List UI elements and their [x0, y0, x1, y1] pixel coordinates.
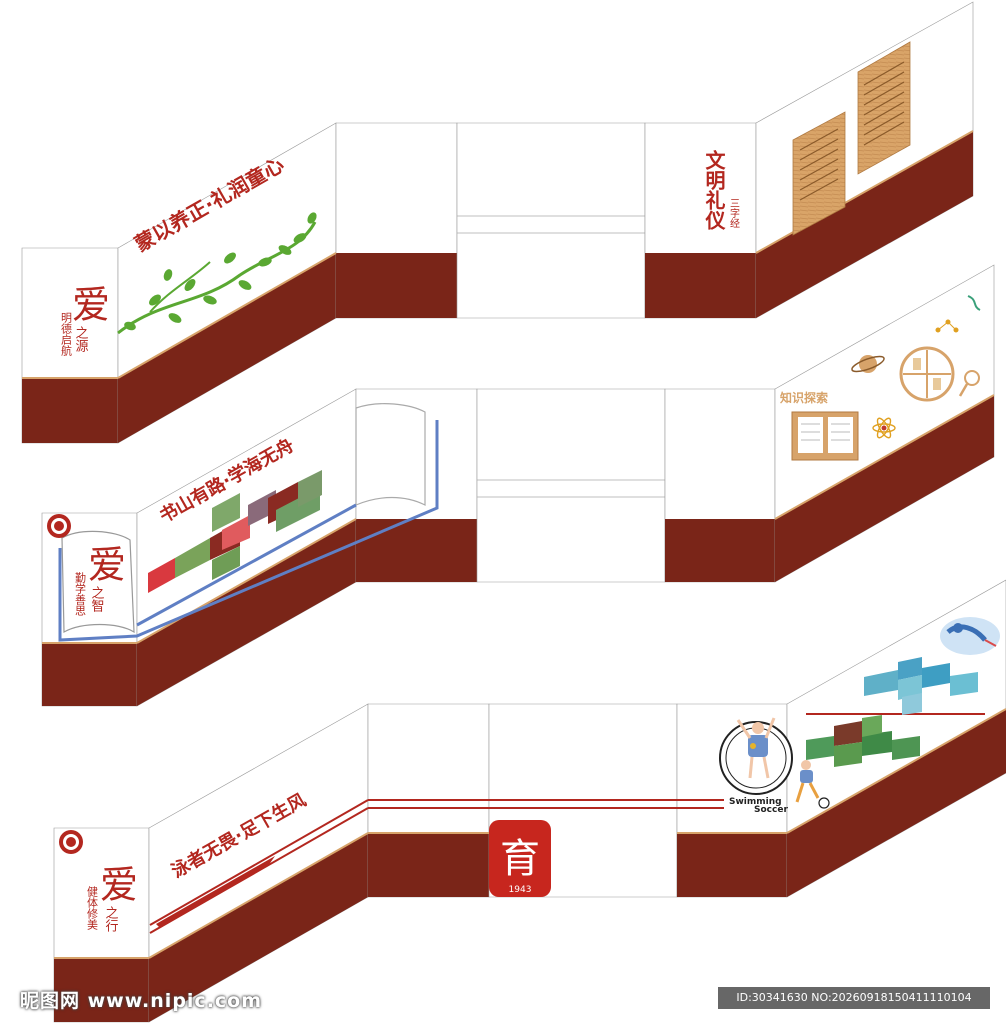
swimmer-icon	[940, 617, 1000, 655]
section3-love-side: 健体修美	[86, 886, 99, 930]
sports-badge-icon	[719, 717, 793, 795]
section2-love-char: 爱	[88, 543, 126, 587]
section1-love-sub: 之源	[73, 326, 89, 352]
soccer-player-icon	[795, 760, 830, 809]
section2-love-sub: 之智	[89, 586, 105, 612]
image-id-watermark: ID:30341630 NO:20260918150411110104	[718, 987, 990, 1009]
section1-title-vertical: 文明礼仪	[702, 149, 726, 230]
section1-love-char: 爱	[72, 283, 110, 327]
section1-title-side: 三字经	[728, 198, 740, 228]
center-logo-year: 1943	[509, 885, 532, 895]
open-book-icon	[58, 403, 439, 642]
center-logo-icon: 育 1943	[489, 820, 551, 897]
school-emblem-icon	[59, 830, 83, 854]
swimming-photo-collage	[864, 657, 978, 715]
section2-love-side: 勤学善思	[74, 572, 87, 616]
section3-love-char: 爱	[100, 863, 138, 907]
photo-collage	[148, 470, 322, 593]
center-logo-char: 育	[500, 836, 540, 882]
atom-icon	[872, 417, 896, 439]
section3-love-sub: 之行	[103, 906, 119, 933]
dna-icon	[967, 295, 981, 311]
magnifier-icon	[958, 370, 980, 397]
book-board-icon	[791, 411, 859, 461]
sport-label-soccer: Soccer	[754, 805, 788, 815]
sport-label-swimming: Swimming	[729, 797, 782, 807]
section2-badge: 知识探索	[779, 390, 828, 405]
section1-love-side: 明德启航	[60, 312, 73, 357]
shelf-circle-icon	[899, 346, 955, 402]
constellation-icon	[935, 319, 959, 333]
section-3-wall	[53, 579, 1006, 1023]
site-watermark: 昵图网 www.nipic.com	[20, 990, 263, 1012]
school-emblem-icon	[47, 514, 71, 538]
vine-decoration-icon	[117, 212, 317, 335]
wood-text-board	[792, 41, 911, 236]
planet-icon	[851, 355, 885, 373]
soccer-photo-collage	[806, 715, 920, 767]
